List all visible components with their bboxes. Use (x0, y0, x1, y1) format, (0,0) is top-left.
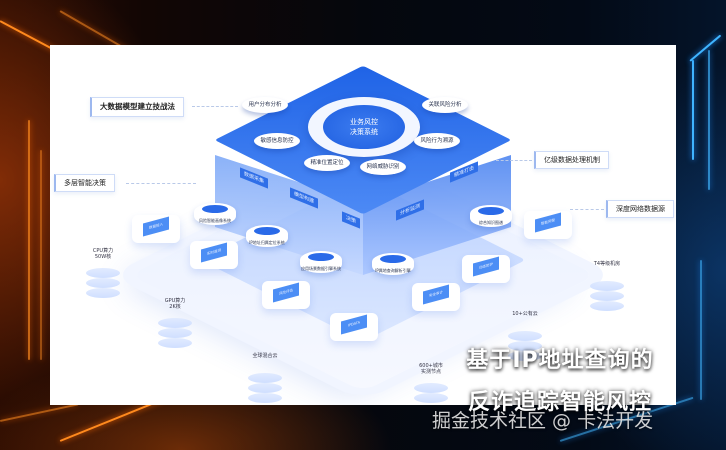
blue-circuit-line (692, 60, 694, 160)
title-line-2: 反诈追踪智能风控 (467, 390, 652, 415)
callout-deep-network-source: 深度网络数据源 (606, 200, 674, 218)
chip-related-risk: 关联风险分析 (422, 97, 468, 113)
tile: 实时监测 (190, 241, 238, 269)
orange-circuit-line (40, 150, 42, 360)
drum-knowledge-graph: 综合知识图谱 (470, 205, 512, 227)
server-city-nodes: 600+城市 实测节点 (414, 363, 448, 405)
server-public-cloud: 10+公有云 (508, 311, 542, 365)
drum-scene-engine: 应用场景数据引擎系统 (300, 251, 342, 273)
tile: 安全审计 (412, 283, 460, 311)
drum-risk-profile: 风险智能画像系统 (194, 203, 236, 225)
blue-circuit-line (708, 50, 710, 190)
tile: 智能预警 (524, 211, 572, 239)
chip-user-distribution: 用户分布分析 (242, 97, 288, 113)
server-cpu: CPU算力 50W核 (86, 248, 120, 302)
drum-ip-parse-engine: IP属地查询解析引擎 (372, 253, 414, 275)
core-line2: 决策系统 (350, 128, 378, 136)
callout-big-data-model: 大数据模型建立技战法 (90, 97, 184, 117)
callout-billion-processing: 亿级数据处理机制 (534, 151, 609, 169)
core-line1: 业务风控 (350, 118, 378, 126)
callout-multi-layer-decision: 多层智能决策 (54, 174, 115, 192)
server-gpu: GPU算力 2K核 (158, 298, 192, 352)
chip-risk-tracing: 风险行为溯源 (414, 133, 460, 149)
chip-sensitive-info: 敏感信息防控 (254, 133, 300, 149)
title-line-1: 基于IP地址查询的 (466, 348, 654, 373)
tile: 数据接入 (132, 215, 180, 243)
connector-line (126, 183, 196, 184)
core-decision-system: 业务风控 决策系统 (323, 105, 405, 149)
blue-circuit-line (700, 260, 702, 400)
connector-line (570, 209, 604, 210)
tile: 动态防护 (462, 255, 510, 283)
connector-line (496, 160, 532, 161)
chip-precise-location: 精准位置定位 (304, 155, 350, 171)
drum-ip-location: IP地址归属定位系统 (246, 225, 288, 247)
watermark: 掘金技术社区 @ 卡法开发 (432, 410, 654, 432)
orange-circuit-line (28, 120, 30, 360)
chip-threat-detection: 网络威胁识别 (360, 159, 406, 175)
server-t4-datacenter: T4等级机房 (590, 261, 624, 315)
tile: IPDATA (330, 313, 378, 341)
tile: 风险评估 (262, 281, 310, 309)
server-hybrid-cloud: 全球混合云 (248, 353, 282, 405)
architecture-diagram-panel: 业务风控 决策系统 用户分布分析 敏感信息防控 精准位置定位 网络威胁识别 风险… (50, 45, 676, 405)
connector-line (192, 106, 238, 107)
